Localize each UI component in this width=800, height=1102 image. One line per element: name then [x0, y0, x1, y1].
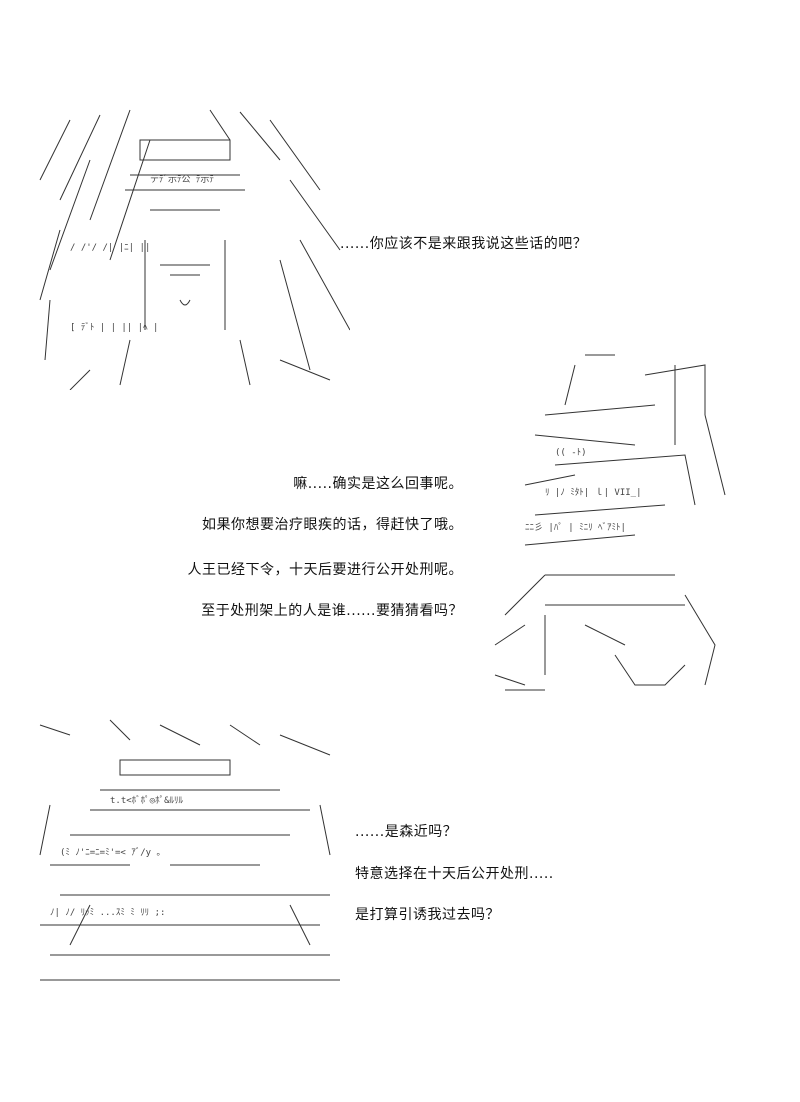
- svg-text:/ /'/ /| |ﾆ| ||: / /'/ /| |ﾆ| ||: [70, 243, 150, 253]
- dialogue-line: 如果你想要治疗眼疾的话，得赶快了哦。: [202, 517, 463, 533]
- svg-text:ﾘ |ﾉ ﾐﾀﾄ| ｌ| VII_|: ﾘ |ﾉ ﾐﾀﾄ| ｌ| VII_|: [545, 487, 642, 498]
- svg-text:(ﾐ ﾉ'ﾆ=ﾆ=ﾐ'=< ｱﾞ/y ｡: (ﾐ ﾉ'ﾆ=ﾆ=ﾐ'=< ｱﾞ/y ｡: [60, 847, 161, 858]
- dialogue-line: ......你应该不是来跟我说这些话的吧？: [340, 236, 588, 252]
- svg-text:テﾃﾞ示ﾃ公 ﾃ示ﾃ: テﾃﾞ示ﾃ公 ﾃ示ﾃ: [150, 174, 214, 185]
- dialogue-line: 特意选择在十天后公开处刑.....: [355, 866, 554, 882]
- dialogue-line: 人王已经下令，十天后要进行公开处刑呢。: [187, 562, 463, 578]
- svg-text:ﾉ| ﾉ/ ﾘｯﾐ ...ｽﾐ ﾐ ﾘﾘ ;:: ﾉ| ﾉ/ ﾘｯﾐ ...ｽﾐ ﾐ ﾘﾘ ;:: [50, 908, 165, 918]
- ascii-art-figure-2: (( -ﾄ) ﾘ |ﾉ ﾐﾀﾄ| ｌ| VII_| ﾆﾆ彡 |ﾊﾟ | ﾐﾆﾘ …: [494, 354, 726, 691]
- dialogue-line: ......是森近吗？: [355, 824, 458, 840]
- dialogue-line: 是打算引诱我过去吗？: [355, 907, 500, 923]
- svg-text:t.t<ﾎﾞﾎﾟ◎ﾎﾟ&ﾙﾘﾙ: t.t<ﾎﾞﾎﾟ◎ﾎﾟ&ﾙﾘﾙ: [110, 795, 184, 806]
- svg-text:ﾆﾆ彡 |ﾊﾟ | ﾐﾆﾘ ﾍﾞｱﾐﾄ|: ﾆﾆ彡 |ﾊﾟ | ﾐﾆﾘ ﾍﾞｱﾐﾄ|: [525, 522, 626, 533]
- ascii-art-figure-1: テﾃﾞ示ﾃ公 ﾃ示ﾃ / /'/ /| |ﾆ| || [ ﾃﾞﾄ | | || …: [39, 109, 350, 390]
- dialogue-line: 嘛.....确实是这么回事呢。: [293, 476, 463, 492]
- dialogue-line: 至于处刑架上的人是谁......要猜猜看吗？: [201, 603, 463, 619]
- ascii-art-figure-3: t.t<ﾎﾞﾎﾟ◎ﾎﾟ&ﾙﾘﾙ (ﾐ ﾉ'ﾆ=ﾆ=ﾐ'=< ｱﾞ/y ｡ ﾉ| …: [39, 719, 340, 981]
- svg-text:(( -ﾄ): (( -ﾄ): [555, 448, 587, 458]
- svg-text:[ ﾃﾞﾄ | | || |ﾍ |: [ ﾃﾞﾄ | | || |ﾍ |: [70, 322, 158, 333]
